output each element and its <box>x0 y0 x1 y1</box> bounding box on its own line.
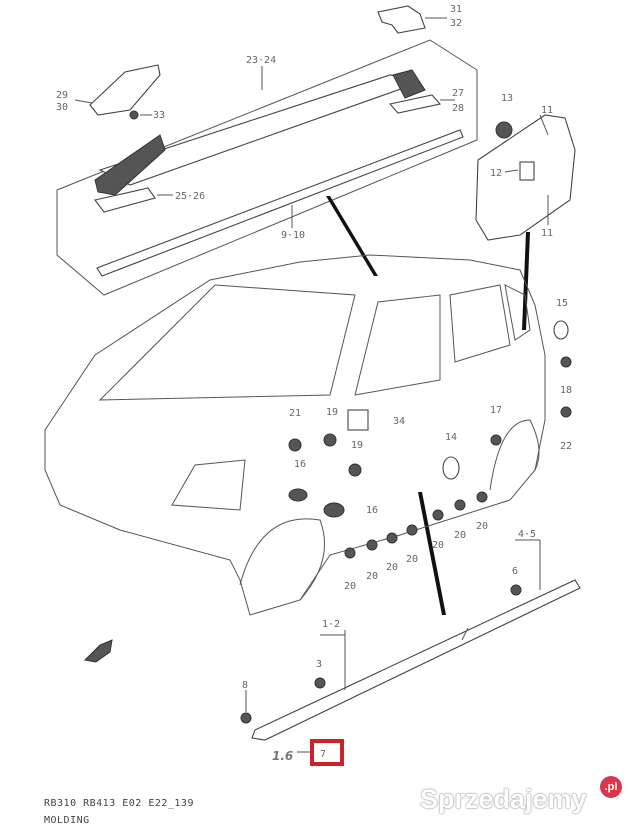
rear-wheel-arch <box>489 419 540 491</box>
windshield <box>98 284 356 401</box>
highlight-box <box>310 739 344 766</box>
label-9-10: 9·10 <box>281 230 305 241</box>
label-25-26: 25·26 <box>175 191 205 202</box>
label-20: 20 <box>476 521 488 532</box>
label-22: 22 <box>560 441 572 452</box>
label-23-24: 23·24 <box>246 55 276 66</box>
rail-rear-cap <box>377 5 426 34</box>
label-15: 15 <box>556 298 568 309</box>
nut-33 <box>129 110 139 120</box>
label-19-top: 19 <box>326 407 338 418</box>
label-20: 20 <box>454 530 466 541</box>
label-8: 8 <box>242 680 248 691</box>
label-4-5: 4·5 <box>518 529 536 540</box>
watermark-badge: .pl <box>600 776 622 798</box>
label-20: 20 <box>386 562 398 573</box>
clip-12 <box>519 161 535 181</box>
diagram-title: MOLDING <box>44 815 90 826</box>
label-19-bottom: 19 <box>351 440 363 451</box>
label-18: 18 <box>560 385 572 396</box>
label-6: 6 <box>512 566 518 577</box>
rail-front-bracket <box>94 134 166 196</box>
pointer-line <box>326 196 378 276</box>
front-pad <box>94 187 156 213</box>
front-direction-arrow-icon <box>83 639 113 663</box>
rear-door-window <box>449 284 511 363</box>
pointer-line <box>522 232 530 330</box>
label-31: 31 <box>450 4 462 15</box>
label-20: 20 <box>344 581 356 592</box>
label-20: 20 <box>406 554 418 565</box>
label-21: 21 <box>289 408 301 419</box>
label-33: 33 <box>153 110 165 121</box>
rear-pad <box>388 94 442 114</box>
part-15 <box>553 320 569 340</box>
headlight <box>171 459 246 511</box>
label-20: 20 <box>366 571 378 582</box>
label-1-2: 1·2 <box>322 619 340 630</box>
roof-rail-group-box <box>56 39 478 296</box>
label-34: 34 <box>393 416 405 427</box>
pointer-line <box>418 492 446 615</box>
label-16-bottom: 16 <box>366 505 378 516</box>
label-27: 27 <box>452 88 464 99</box>
label-3: 3 <box>316 659 322 670</box>
watermark: Sprzedajemy <box>420 784 587 814</box>
label-32: 32 <box>450 18 462 29</box>
side-molding <box>251 579 581 741</box>
label-17: 17 <box>490 405 502 416</box>
label-29: 29 <box>56 90 68 101</box>
label-11-top: 11 <box>541 105 553 116</box>
part-34 <box>347 409 369 431</box>
emblem: 1.6 <box>272 749 293 763</box>
label-13: 13 <box>501 93 513 104</box>
quarter-window <box>504 284 531 341</box>
label-30: 30 <box>56 102 68 113</box>
car-body-outline <box>44 254 546 616</box>
part-14 <box>442 456 460 480</box>
label-14: 14 <box>445 432 457 443</box>
roof-molding <box>96 129 464 277</box>
diagram-code: RB310 RB413 E02 E22_139 <box>44 798 194 809</box>
front-wheel-arch <box>239 518 325 601</box>
label-12: 12 <box>490 168 502 179</box>
label-7: 7 <box>320 749 326 760</box>
rail-rear-bracket <box>392 69 426 99</box>
front-door-window <box>354 294 441 396</box>
molding-joint <box>461 627 469 641</box>
rail-front-cap <box>89 64 161 116</box>
label-11-bottom: 11 <box>541 228 553 239</box>
label-16-top: 16 <box>294 459 306 470</box>
grommet-13 <box>495 121 513 139</box>
label-28: 28 <box>452 103 464 114</box>
label-20: 20 <box>432 540 444 551</box>
clips <box>240 356 572 724</box>
